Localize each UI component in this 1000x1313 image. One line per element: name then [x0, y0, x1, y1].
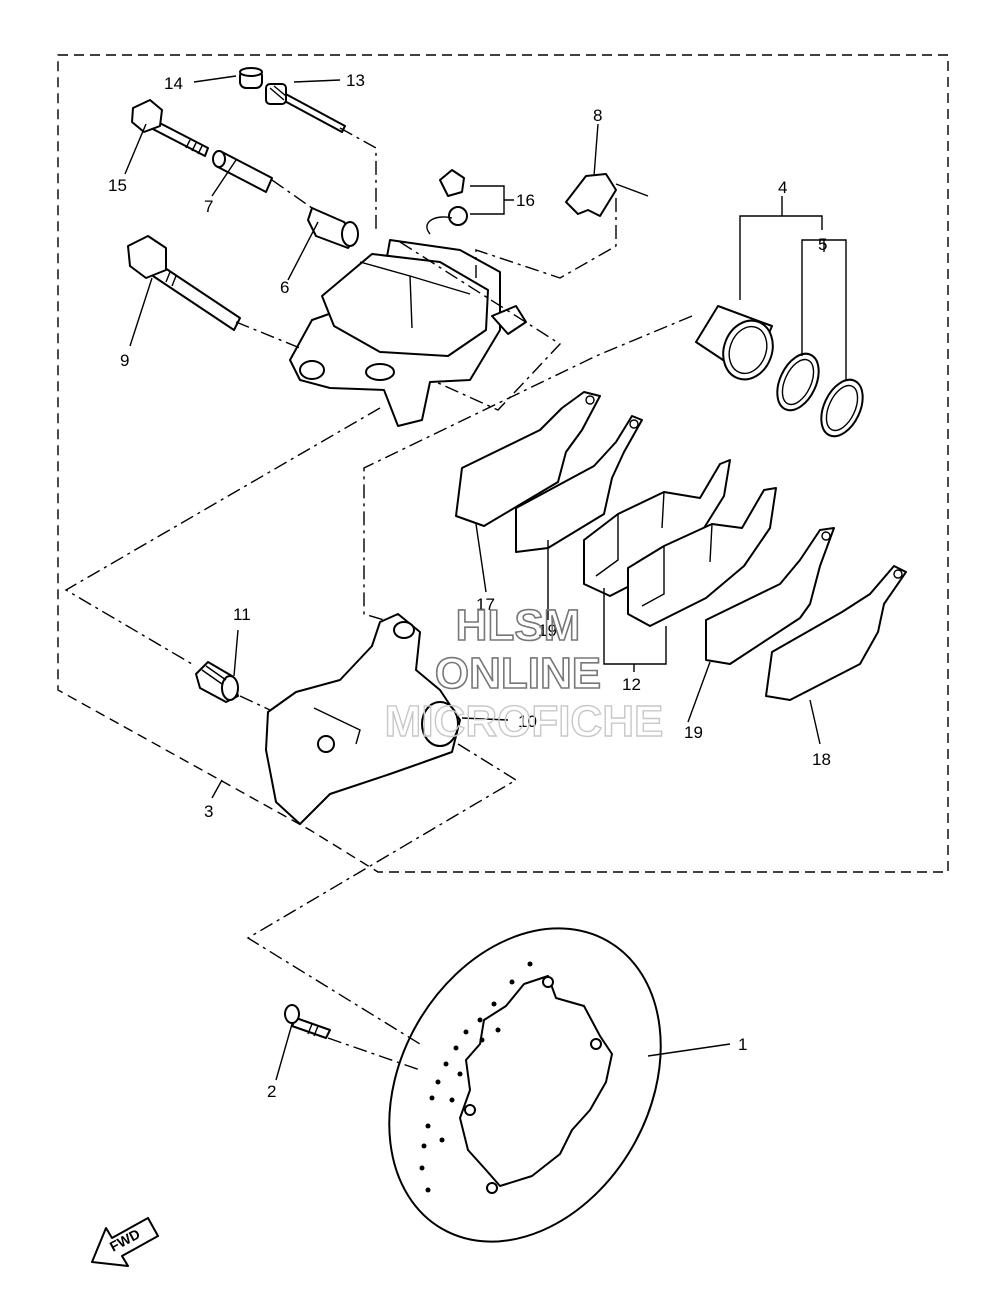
leader-lines: [124, 75, 847, 1081]
disc-holes: [419, 961, 533, 1193]
caliper-assembly-outline: [57, 54, 949, 873]
label-part-17: 17: [476, 595, 495, 614]
label-part-2: 2: [267, 1082, 276, 1101]
label-part-10: 10: [518, 712, 537, 731]
part-8-pad-spring: [565, 173, 649, 217]
label-part-11: 11: [233, 605, 251, 624]
part-7-sleeve: [212, 150, 273, 193]
label-part-14: 14: [164, 74, 183, 93]
label-part-5: 5: [818, 235, 827, 254]
watermark-line-1: HLSM: [456, 601, 581, 650]
part-10-bracket: [265, 613, 461, 825]
watermark-line-3: MICROFICHE: [385, 697, 664, 746]
watermark: HLSM ONLINE MICROFICHE: [384, 600, 664, 747]
label-part-13: 13: [346, 71, 365, 90]
part-13-pad-pin: [265, 83, 346, 133]
label-part-18: 18: [812, 750, 831, 769]
label-part-9: 9: [120, 351, 129, 370]
part-1-brake-disc: [388, 927, 662, 1243]
label-part-8: 8: [593, 106, 602, 125]
label-part-15: 15: [108, 176, 127, 195]
label-part-4: 4: [778, 178, 787, 197]
part-12-pad-kit: [583, 459, 777, 627]
label-part-7: 7: [204, 197, 213, 216]
part-17-shim: [455, 391, 601, 527]
label-part-19-left: 19: [538, 621, 557, 640]
part-11-boot: [195, 661, 239, 703]
alignment-lines: [64, 127, 693, 1071]
part-15-bolt: [131, 99, 209, 157]
watermark-line-2: ONLINE: [435, 649, 601, 698]
label-part-3: 3: [204, 802, 213, 821]
part-19-shim-left: [515, 415, 643, 553]
part-4-piston: [695, 305, 774, 381]
label-part-12: 12: [622, 675, 641, 694]
part-18-shim: [765, 565, 907, 701]
part-9-bolt: [127, 235, 241, 331]
part-5-seals: [776, 352, 864, 438]
part-2-disc-bolt: [284, 1004, 331, 1039]
part-14-cap: [239, 67, 263, 89]
part-labels: 1 2 3 4 5 6 7 8 9 10 11 12 13 14 15 16 1…: [108, 71, 831, 1101]
part-6-boot: [307, 207, 359, 249]
label-part-19-right: 19: [684, 723, 703, 742]
label-part-16: 16: [516, 191, 535, 210]
label-part-1: 1: [738, 1035, 747, 1054]
part-19-shim-right: [705, 527, 835, 665]
label-part-6: 6: [280, 278, 289, 297]
part-16-bleed-screw: [426, 169, 468, 235]
fwd-arrow-icon: FWD: [91, 1217, 159, 1267]
caliper-body: [289, 239, 527, 427]
